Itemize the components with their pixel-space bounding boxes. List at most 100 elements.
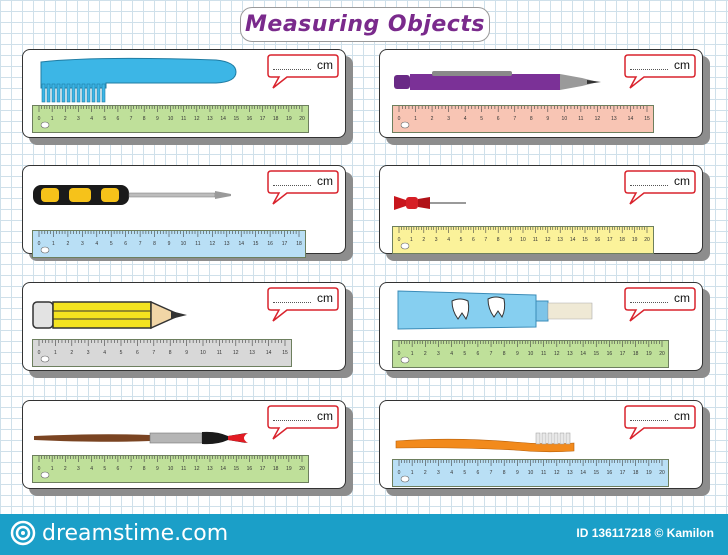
ruler-number: 0 xyxy=(398,470,401,476)
ruler-number: 8 xyxy=(503,351,506,357)
ruler-number: 10 xyxy=(168,466,174,472)
ruler-hole xyxy=(400,356,410,364)
comb-icon xyxy=(36,56,241,111)
ruler-number: 20 xyxy=(299,466,305,472)
ruler-number: 9 xyxy=(509,237,512,243)
answer-blank[interactable] xyxy=(630,185,668,186)
ruler-number: 14 xyxy=(580,470,586,476)
ruler-number: 7 xyxy=(130,116,133,122)
ruler-number: 9 xyxy=(168,241,171,247)
ruler-number: 17 xyxy=(260,466,266,472)
unit-label: cm xyxy=(317,174,333,188)
toothpaste-icon xyxy=(396,289,596,336)
ruler-number: 16 xyxy=(607,351,613,357)
ruler-number: 15 xyxy=(253,241,259,247)
ruler-number: 19 xyxy=(286,116,292,122)
answer-bubble[interactable]: cm xyxy=(267,170,339,205)
ruler-number: 7 xyxy=(490,470,493,476)
answer-bubble[interactable]: cm xyxy=(267,54,339,89)
answer-bubble[interactable]: cm xyxy=(624,54,696,89)
ruler-number: 6 xyxy=(117,466,120,472)
ruler-number: 5 xyxy=(460,237,463,243)
ruler-number: 17 xyxy=(607,237,613,243)
ruler-number: 6 xyxy=(117,116,120,122)
ruler-number: 20 xyxy=(659,351,665,357)
answer-blank[interactable] xyxy=(630,302,668,303)
ruler-number: 20 xyxy=(644,237,650,243)
answer-blank[interactable] xyxy=(273,302,311,303)
ruler-number: 13 xyxy=(557,237,563,243)
ruler-number: 8 xyxy=(497,237,500,243)
answer-blank[interactable] xyxy=(273,69,311,70)
ruler-number: 8 xyxy=(169,350,172,356)
ruler-number: 3 xyxy=(437,351,440,357)
ruler-number: 7 xyxy=(513,116,516,122)
answer-bubble[interactable]: cm xyxy=(267,405,339,440)
unit-label: cm xyxy=(674,58,690,72)
answer-bubble[interactable]: cm xyxy=(624,287,696,322)
ruler-hole xyxy=(400,242,410,250)
ruler-number: 16 xyxy=(595,237,601,243)
ruler-number: 14 xyxy=(220,466,226,472)
ruler-number: 8 xyxy=(503,470,506,476)
ruler-number: 8 xyxy=(153,241,156,247)
footer-bar: dreamstime.com ID 136117218 © Kamilon xyxy=(0,514,728,555)
ruler-number: 0 xyxy=(38,116,41,122)
ruler-number: 0 xyxy=(398,351,401,357)
ruler-number: 12 xyxy=(210,241,216,247)
answer-blank[interactable] xyxy=(630,69,668,70)
ruler-number: 3 xyxy=(437,470,440,476)
ruler-number: 11 xyxy=(217,350,222,356)
answer-bubble[interactable]: cm xyxy=(267,287,339,322)
ruler-number: 2 xyxy=(424,351,427,357)
ruler-number: 7 xyxy=(152,350,155,356)
ruler-number: 18 xyxy=(296,241,302,247)
ruler-number: 6 xyxy=(136,350,139,356)
pen-icon xyxy=(392,68,604,101)
ruler-number: 15 xyxy=(593,470,599,476)
ruler-number: 5 xyxy=(463,351,466,357)
ruler-number: 8 xyxy=(530,116,533,122)
ruler-number: 6 xyxy=(477,470,480,476)
ruler-number: 0 xyxy=(398,116,401,122)
unit-label: cm xyxy=(317,291,333,305)
answer-blank[interactable] xyxy=(630,420,668,421)
ruler-number: 10 xyxy=(200,350,206,356)
ruler-number: 9 xyxy=(546,116,549,122)
ruler-number: 12 xyxy=(595,116,601,122)
ruler-number: 15 xyxy=(582,237,588,243)
ruler-number: 13 xyxy=(207,116,213,122)
unit-label: cm xyxy=(317,409,333,423)
answer-bubble[interactable]: cm xyxy=(624,170,696,205)
ruler-number: 5 xyxy=(103,116,106,122)
ruler-number: 15 xyxy=(282,350,288,356)
brand-logo[interactable]: dreamstime.com xyxy=(10,520,228,546)
ruler-number: 2 xyxy=(422,237,425,243)
ruler-hole xyxy=(40,355,50,363)
answer-bubble[interactable]: cm xyxy=(624,405,696,440)
ruler-number: 10 xyxy=(520,237,526,243)
ruler-number: 13 xyxy=(567,351,573,357)
ruler-number: 0 xyxy=(38,241,41,247)
answer-blank[interactable] xyxy=(273,185,311,186)
title-box: Measuring Objects xyxy=(240,7,490,42)
ruler-number: 4 xyxy=(450,351,453,357)
ruler-number: 15 xyxy=(233,466,239,472)
ruler-number: 4 xyxy=(103,350,106,356)
answer-blank[interactable] xyxy=(273,420,311,421)
ruler-number: 19 xyxy=(286,466,292,472)
ruler-number: 12 xyxy=(233,350,239,356)
ruler-number: 3 xyxy=(81,241,84,247)
ruler-number: 1 xyxy=(54,350,57,356)
